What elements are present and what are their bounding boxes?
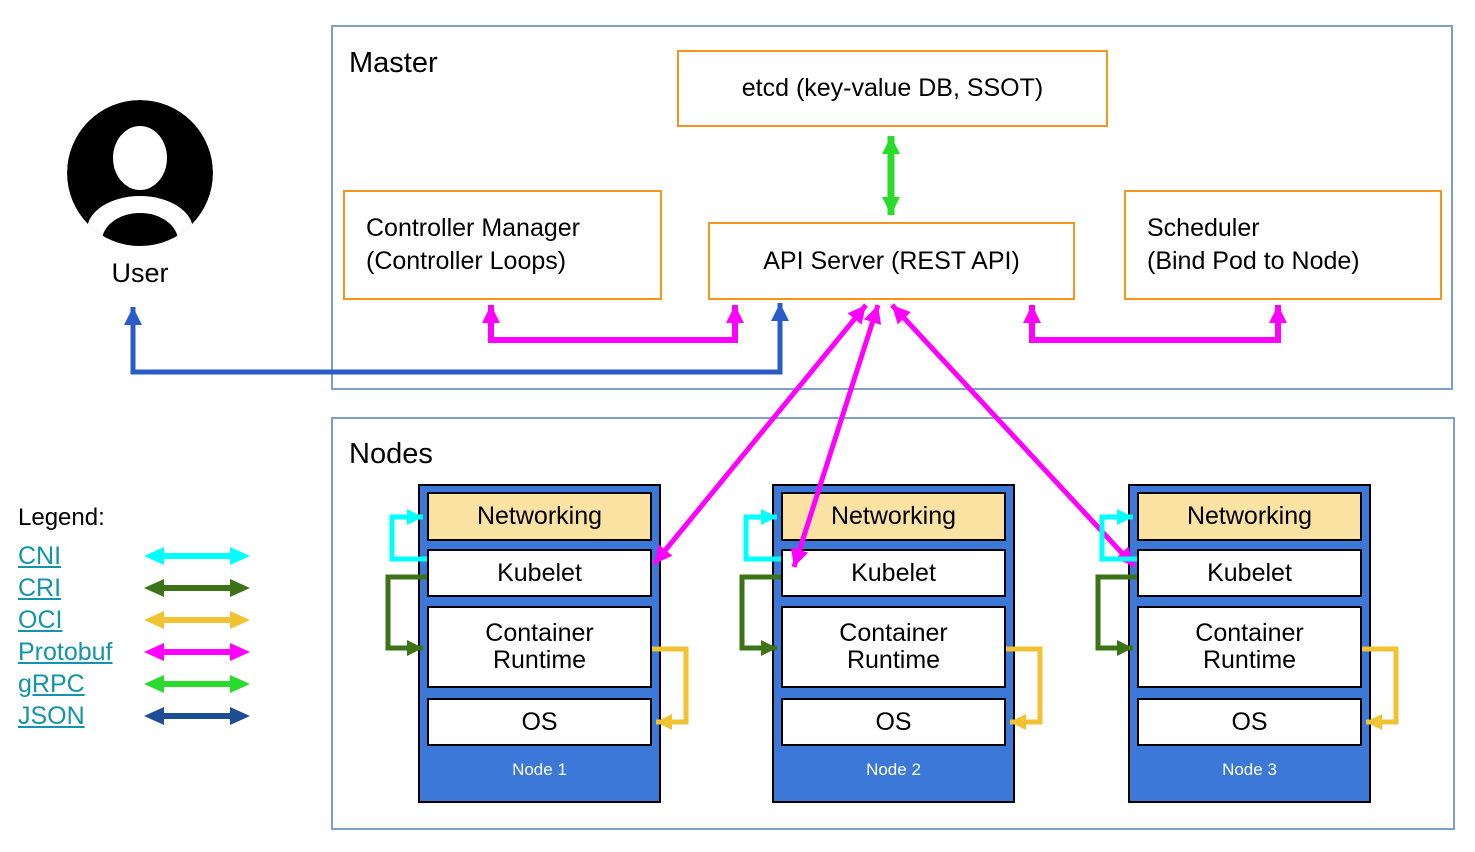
grpc-arrow-icon [144,675,250,693]
legend-title: Legend: [18,504,105,531]
node-1: Networking Kubelet Container Runtime OS … [418,484,661,803]
api-server-box: API Server (REST API) [708,222,1075,300]
legend-row-cri: CRI [18,572,252,604]
oci-arrow-icon [144,611,250,629]
user-icon [65,98,215,253]
node1-networking-box: Networking [427,492,652,541]
json-arrow-icon [144,707,250,725]
node1-label: Node 1 [512,760,567,779]
legend-link-oci[interactable]: OCI [18,605,63,634]
controller-manager-label: Controller Manager (Controller Loops) [366,214,580,275]
scheduler-box: Scheduler (Bind Pod to Node) [1124,190,1442,300]
controller-manager-box: Controller Manager (Controller Loops) [343,190,662,300]
legend-link-cni[interactable]: CNI [18,541,62,570]
node3-networking-box: Networking [1137,492,1362,541]
scheduler-label: Scheduler (Bind Pod to Node) [1147,214,1360,275]
cri-arrow-icon [144,579,250,597]
node3-container-runtime-box: Container Runtime [1137,606,1362,688]
node2-label: Node 2 [866,760,921,779]
protobuf-arrow-icon [144,643,250,661]
api-server-label: API Server (REST API) [763,246,1020,275]
etcd-box: etcd (key-value DB, SSOT) [677,50,1108,127]
user-label: User [111,258,169,288]
etcd-label: etcd (key-value DB, SSOT) [741,74,1044,102]
legend-link-json[interactable]: JSON [18,701,85,730]
node-2: Networking Kubelet Container Runtime OS … [772,484,1015,803]
legend-row-protobuf: Protobuf [18,636,252,668]
legend-row-grpc: gRPC [18,668,252,700]
node1-kubelet-box: Kubelet [427,549,652,597]
node3-label: Node 3 [1222,760,1277,779]
legend-row-oci: OCI [18,604,252,636]
legend-row-cni: CNI [18,540,252,572]
legend-link-cri[interactable]: CRI [18,573,62,602]
node2-container-runtime-box: Container Runtime [781,606,1006,688]
cni-arrow-icon [144,547,250,565]
legend-link-grpc[interactable]: gRPC [18,669,85,698]
node3-os-box: OS [1137,698,1362,746]
node1-container-runtime-box: Container Runtime [427,606,652,688]
legend-link-protobuf[interactable]: Protobuf [18,637,113,666]
legend-row-json: JSON [18,700,252,732]
legend: Legend: CNI CRI OCI Protobuf gRPC [18,504,252,732]
node2-networking-box: Networking [781,492,1006,541]
nodes-title: Nodes [349,438,433,470]
person-icon [67,100,213,246]
node1-os-box: OS [427,698,652,746]
master-title: Master [349,47,438,79]
node-3: Networking Kubelet Container Runtime OS … [1128,484,1371,803]
node2-os-box: OS [781,698,1006,746]
node2-kubelet-box: Kubelet [781,549,1006,597]
node3-kubelet-box: Kubelet [1137,549,1362,597]
